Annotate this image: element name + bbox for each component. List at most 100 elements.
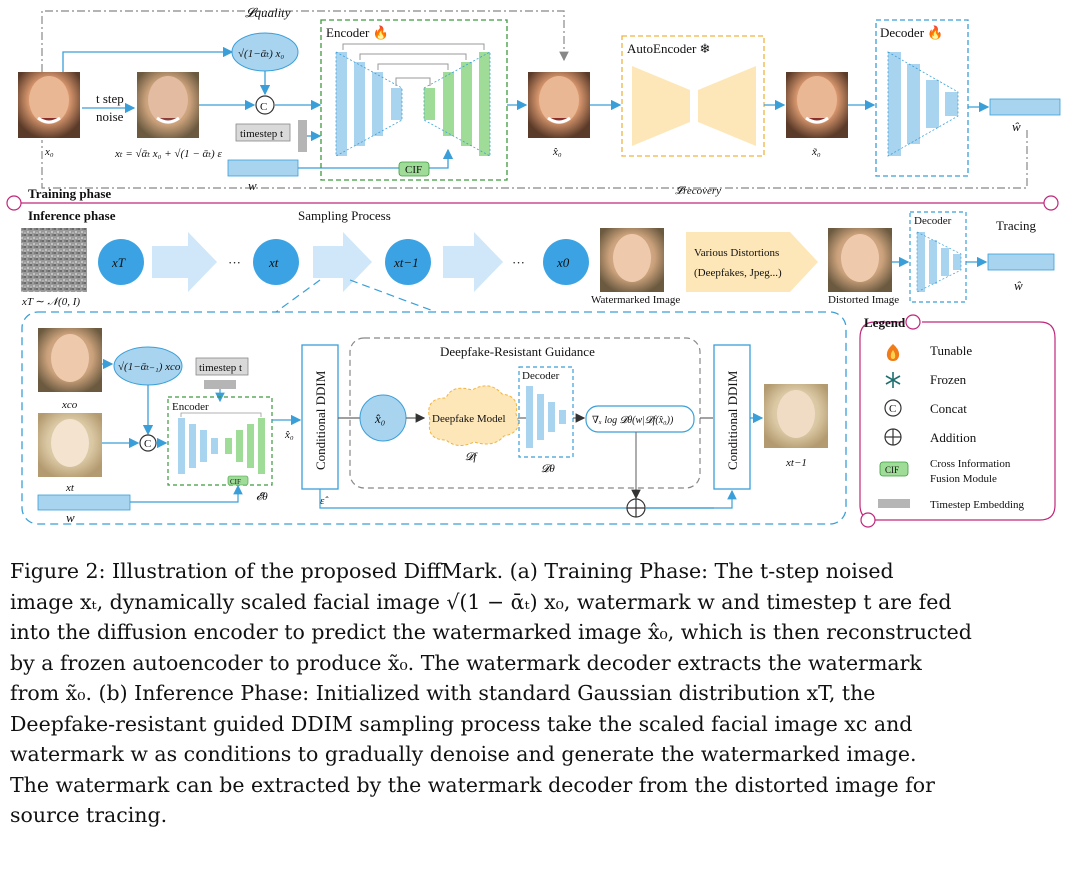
caption-line: image xₜ, dynamically scaled facial imag… bbox=[10, 589, 952, 614]
eps-hat-label: ε̂ bbox=[320, 495, 329, 507]
scale-formula-top: √(1−ᾱₜ) x₀ bbox=[238, 48, 284, 60]
autoencoder-box bbox=[621, 35, 765, 157]
face-image-xco bbox=[38, 328, 102, 392]
noise-image-xT bbox=[21, 228, 87, 292]
state-circle-x0 bbox=[543, 239, 589, 285]
concat-icon bbox=[255, 95, 275, 115]
snowflake-icon bbox=[885, 372, 901, 388]
decoder-label-train: Decoder 🔥 bbox=[880, 25, 943, 40]
face-image-x0 bbox=[18, 72, 80, 138]
xt-formula: xₜ = √ᾱₜ x₀ + √(1 − ᾱₜ) ε bbox=[114, 148, 222, 160]
tracing-label: Tracing bbox=[996, 218, 1036, 233]
conditional-ddim-2 bbox=[713, 344, 751, 490]
xt1-label-detail: xt−1 bbox=[785, 457, 807, 469]
df-symbol: 𝓓f bbox=[465, 451, 478, 463]
xT-distribution: xT ∼ 𝒩(0, I) bbox=[21, 296, 80, 308]
caption-line: watermark w as conditions to gradually d… bbox=[10, 742, 917, 766]
training-x0-label: x₀ bbox=[44, 146, 54, 158]
decoder-box-train bbox=[875, 19, 969, 177]
legend-concat: Concat bbox=[930, 401, 967, 416]
distortions-line-2: (Deepfakes, Jpeg...) bbox=[694, 267, 782, 279]
legend-tunable: Tunable bbox=[930, 343, 972, 358]
face-image-xt-detail bbox=[38, 413, 102, 477]
caption-line: by a frozen autoencoder to produce x̃₀. … bbox=[10, 650, 922, 675]
deepfake-model-label: Deepfake Model bbox=[432, 413, 506, 425]
watermark-bar-train bbox=[227, 159, 299, 177]
gradient-term-box bbox=[585, 405, 695, 433]
flow-arrow-1 bbox=[152, 232, 217, 292]
caption-line: Figure 2: Illustration of the proposed D… bbox=[10, 559, 894, 583]
face-image-distorted bbox=[828, 228, 892, 292]
caption-line: The watermark can be extracted by the wa… bbox=[10, 772, 935, 797]
gradient-term: ∇ₓ log 𝓓θ(w|𝓓f(x̂₀)) bbox=[592, 415, 674, 426]
what-label-train: ŵ bbox=[1012, 119, 1021, 134]
guidance-title: Deepfake-Resistant Guidance bbox=[440, 344, 595, 359]
encoder-label-detail: Encoder bbox=[172, 401, 209, 413]
distortions-arrow bbox=[686, 232, 818, 292]
training-phase-label: Training phase bbox=[28, 186, 111, 201]
cond-ddim-1-label: Conditional DDIM bbox=[313, 370, 328, 470]
face-image-x0tilde bbox=[786, 72, 848, 138]
face-image-watermarked bbox=[600, 228, 664, 292]
state-circle-xT bbox=[98, 239, 144, 285]
timestep-label-detail: timestep t bbox=[199, 362, 242, 374]
state-circle-xt bbox=[253, 239, 299, 285]
diffmark-diagram: 𝓛quality 𝓛recovery x₀ t step noise xₜ = … bbox=[6, 5, 1061, 528]
concat-letter-detail: C bbox=[144, 438, 151, 450]
loss-quality-label: 𝓛quality bbox=[245, 5, 291, 20]
noise-label: noise bbox=[96, 109, 124, 124]
legend-title: Legend bbox=[864, 315, 906, 330]
t-step-label: t step bbox=[96, 91, 124, 106]
dots-2: ··· bbox=[512, 255, 525, 270]
deepfake-model-cloud bbox=[428, 385, 519, 446]
concat-legend-icon: C bbox=[884, 399, 902, 417]
addition-legend-icon bbox=[884, 428, 902, 446]
what-bar-inf bbox=[987, 253, 1055, 271]
flame-icon bbox=[886, 344, 900, 361]
timestep-embedding-detail bbox=[204, 380, 236, 389]
figure-caption: Figure 2: Illustration of the proposed D… bbox=[10, 556, 1065, 831]
xt1-label-inf: xt−1 bbox=[393, 255, 419, 270]
xT-label: xT bbox=[111, 255, 126, 270]
legend-addition: Addition bbox=[930, 430, 977, 445]
watermark-bar-detail bbox=[37, 494, 131, 511]
caption-line: into the diffusion encoder to predict th… bbox=[10, 620, 972, 644]
cond-ddim-2-label: Conditional DDIM bbox=[725, 370, 740, 470]
legend-timestep: Timestep Embedding bbox=[930, 499, 1025, 511]
state-circle-xt1 bbox=[385, 239, 431, 285]
caption-line: Deepfake-resistant guided DDIM sampling … bbox=[10, 711, 913, 736]
x0hat-label-detail-2: x̂₀ bbox=[374, 411, 385, 426]
cif-badge-train bbox=[398, 161, 430, 177]
decoder-label-detail: Decoder bbox=[522, 370, 560, 382]
concat-letter: C bbox=[260, 101, 267, 113]
xco-label: xco bbox=[61, 399, 78, 411]
caption-line: source tracing. bbox=[10, 803, 168, 827]
dots-1: ··· bbox=[228, 255, 241, 270]
x0tilde-label: x̃₀ bbox=[811, 146, 821, 158]
svg-text:C: C bbox=[889, 403, 896, 415]
encoder-box-detail bbox=[167, 396, 273, 486]
decoder-box-detail bbox=[518, 366, 574, 458]
x0hat-label-detail-1: x̂₀ bbox=[284, 429, 294, 441]
timestep-embedding-train bbox=[298, 120, 307, 152]
svg-text:CIF: CIF bbox=[885, 465, 899, 475]
cif-legend-icon: CIF bbox=[879, 461, 909, 477]
distorted-image-label: Distorted Image bbox=[828, 294, 899, 306]
flow-arrow-3 bbox=[443, 232, 503, 292]
timestep-legend-icon bbox=[878, 499, 910, 508]
inference-phase-label: Inference phase bbox=[28, 208, 116, 223]
face-image-xt bbox=[137, 72, 199, 138]
x0hat-label: x̂₀ bbox=[552, 146, 562, 158]
xt-label-detail: xt bbox=[65, 482, 75, 494]
detail-panel bbox=[21, 311, 847, 525]
loss-recovery-label: 𝓛recovery bbox=[675, 185, 721, 197]
x0-label-inf: x0 bbox=[556, 255, 570, 270]
timestep-label-train: timestep t bbox=[240, 128, 283, 140]
decoder-label-inf: Decoder bbox=[914, 215, 952, 227]
what-bar-train bbox=[989, 98, 1061, 116]
xt-label-inf: xt bbox=[268, 255, 279, 270]
legend-cif-1: Cross Information bbox=[930, 458, 1011, 470]
legend-frozen: Frozen bbox=[930, 372, 967, 387]
watermarked-image-label: Watermarked Image bbox=[591, 294, 680, 306]
autoencoder-label: AutoEncoder ❄ bbox=[627, 41, 710, 56]
